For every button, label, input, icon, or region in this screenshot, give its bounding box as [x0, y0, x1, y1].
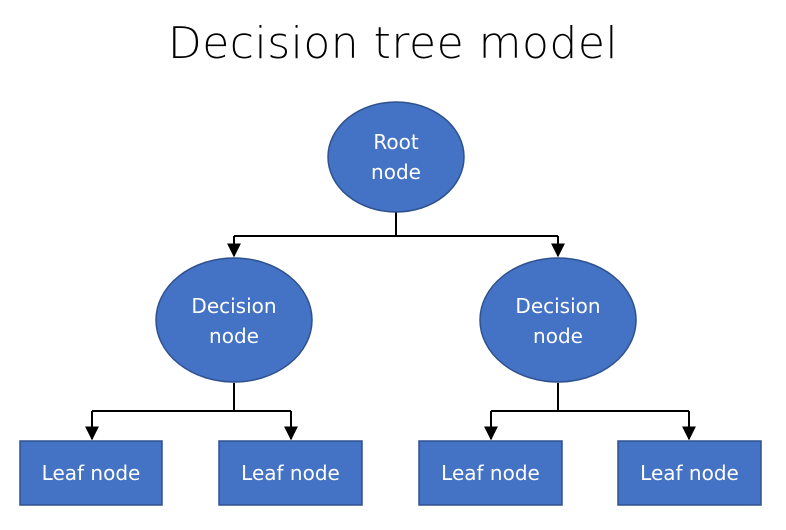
- root-node-label-line1: Root: [373, 130, 418, 154]
- decision-node-left: Decision node: [155, 257, 313, 383]
- leaf-node-2: Leaf node: [218, 440, 363, 506]
- leaf-node-3-label: Leaf node: [441, 461, 540, 485]
- connectors-root: [227, 212, 565, 258]
- decision-node-right-label-line2: node: [533, 324, 583, 348]
- leaf-node-1-label: Leaf node: [42, 461, 141, 485]
- leaf-node-3: Leaf node: [418, 440, 563, 506]
- leaf-node-4-label: Leaf node: [640, 461, 739, 485]
- decision-node-right-label-line1: Decision: [515, 294, 600, 318]
- connectors-decision-right: [484, 383, 696, 441]
- decision-node-left-label-line1: Decision: [191, 294, 276, 318]
- diagram-title: Decision tree model: [167, 18, 619, 69]
- connectors-decision-left: [85, 383, 298, 441]
- root-node-label-line2: node: [371, 160, 421, 184]
- leaf-node-4: Leaf node: [617, 440, 762, 506]
- leaf-node-1: Leaf node: [19, 440, 163, 506]
- leaf-node-2-label: Leaf node: [241, 461, 340, 485]
- decision-node-right: Decision node: [479, 257, 637, 383]
- root-node: Root node: [327, 101, 465, 213]
- decision-node-left-label-line2: node: [209, 324, 259, 348]
